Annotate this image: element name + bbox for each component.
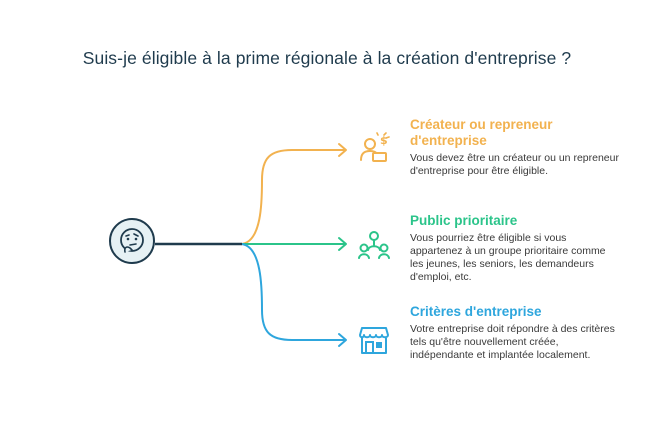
branch-criteres: Critères d'entreprise Votre entreprise d…	[410, 304, 620, 362]
storefront-icon	[358, 324, 390, 356]
thinking-face-icon	[120, 228, 144, 253]
arrowhead-createur	[338, 143, 347, 157]
entrepreneur-icon: $	[358, 132, 390, 164]
branch-criteres-description: Votre entreprise doit répondre à des cri…	[410, 323, 615, 361]
arrowhead-public	[338, 237, 347, 251]
branch-criteres-heading: Critères d'entreprise	[410, 304, 542, 319]
branch-createur-description: Vous devez être un créateur ou un repren…	[410, 152, 619, 177]
hub-circle	[109, 218, 155, 264]
branch-public-description: Vous pourriez être éligible si vous appa…	[410, 232, 606, 283]
connector-criteres	[239, 243, 345, 341]
arrowhead-criteres	[338, 333, 347, 347]
branch-public-heading: Public prioritaire	[410, 213, 518, 228]
group-people-icon	[358, 228, 390, 260]
svg-text:$: $	[380, 134, 388, 147]
branch-createur-heading: Créateur ou repreneur d'entreprise	[410, 117, 553, 148]
page-title: Suis-je éligible à la prime régionale à …	[82, 48, 572, 68]
branch-public: Public prioritaire Vous pourriez être él…	[410, 213, 620, 284]
branch-createur: Créateur ou repreneur d'entreprise Vous …	[410, 117, 620, 178]
connector-createur	[239, 149, 345, 245]
